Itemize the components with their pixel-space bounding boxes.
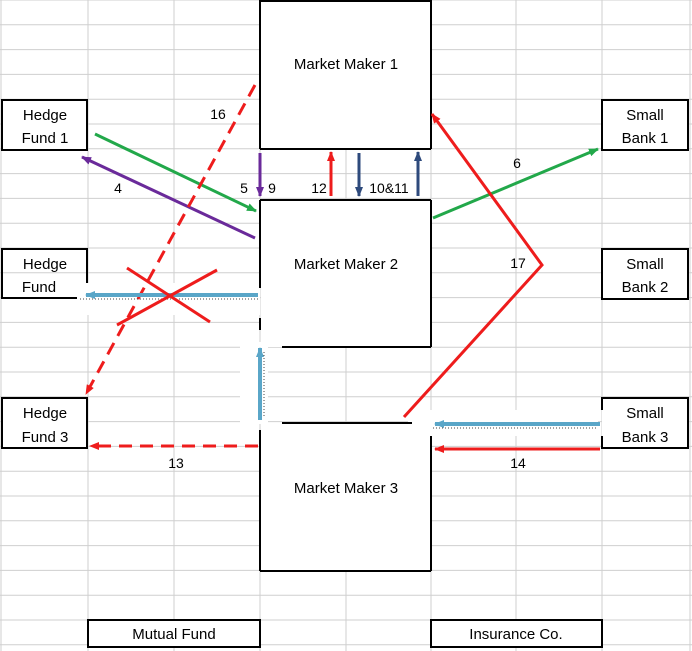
flow-label-10-11: 10&11	[369, 180, 409, 196]
cancel-mark-stroke-2	[116, 268, 218, 327]
market-maker-3-label: Market Maker 3	[294, 480, 398, 497]
hedge-fund-2-line1: Hedge	[23, 256, 67, 273]
mutual-fund-box: Mutual Fund	[87, 619, 261, 648]
flow-label-17: 17	[510, 255, 526, 271]
small-bank-3-line1: Small	[626, 405, 664, 422]
flow-label-4: 4	[114, 180, 122, 196]
small-bank-1-box: Small Bank 1	[601, 99, 689, 151]
flow-arrow-5	[94, 132, 257, 213]
market-maker-1-box: Market Maker 1	[259, 0, 432, 150]
flow-arrow-4	[81, 155, 256, 240]
flow-label-9: 9	[268, 180, 276, 196]
hedge-fund-2-box: Hedge Fund	[1, 248, 88, 299]
small-bank-1-line1: Small	[626, 107, 664, 124]
flow-arrow-16	[84, 84, 257, 395]
flow-arrows	[80, 84, 600, 453]
market-maker-2-label: Market Maker 2	[294, 256, 398, 273]
flow-labels: 4 5 6 9 12 10&11 13 14 16 17	[114, 106, 526, 471]
flow-label-5: 5	[240, 180, 248, 196]
hedge-fund-1-line1: Hedge	[23, 107, 67, 124]
market-maker-2-box: Market Maker 2	[259, 199, 432, 348]
hedge-fund-1-box: Hedge Fund 1	[1, 99, 88, 151]
flow-label-12: 12	[311, 180, 327, 196]
hedge-fund-3-box: Hedge Fund 3	[1, 397, 88, 449]
small-bank-2-box: Small Bank 2	[601, 248, 689, 300]
hedge-fund-1-line2: Fund 1	[22, 130, 69, 147]
small-bank-3-box: Small Bank 3	[601, 397, 689, 449]
flow-label-16: 16	[210, 106, 226, 122]
small-bank-2-line1: Small	[626, 256, 664, 273]
flow-label-14: 14	[510, 455, 526, 471]
market-maker-1-label: Market Maker 1	[294, 56, 398, 73]
market-maker-3-box: Market Maker 3	[259, 422, 432, 572]
hedge-fund-2-line2: Fund	[22, 279, 56, 296]
flow-arrow-6	[432, 147, 599, 220]
mutual-fund-label: Mutual Fund	[132, 626, 215, 643]
small-bank-1-line2: Bank 1	[622, 130, 669, 147]
flow-label-6: 6	[513, 155, 521, 171]
clear-zones	[77, 1, 598, 571]
hedge-fund-3-line1: Hedge	[23, 405, 67, 422]
small-bank-2-line2: Bank 2	[622, 279, 669, 296]
insurance-co-box: Insurance Co.	[430, 619, 603, 648]
flow-label-13: 13	[168, 455, 184, 471]
small-bank-3-line2: Bank 3	[622, 429, 669, 446]
flow-arrow-17	[402, 113, 544, 419]
insurance-co-label: Insurance Co.	[469, 626, 562, 643]
hedge-fund-3-line2: Fund 3	[22, 429, 69, 446]
